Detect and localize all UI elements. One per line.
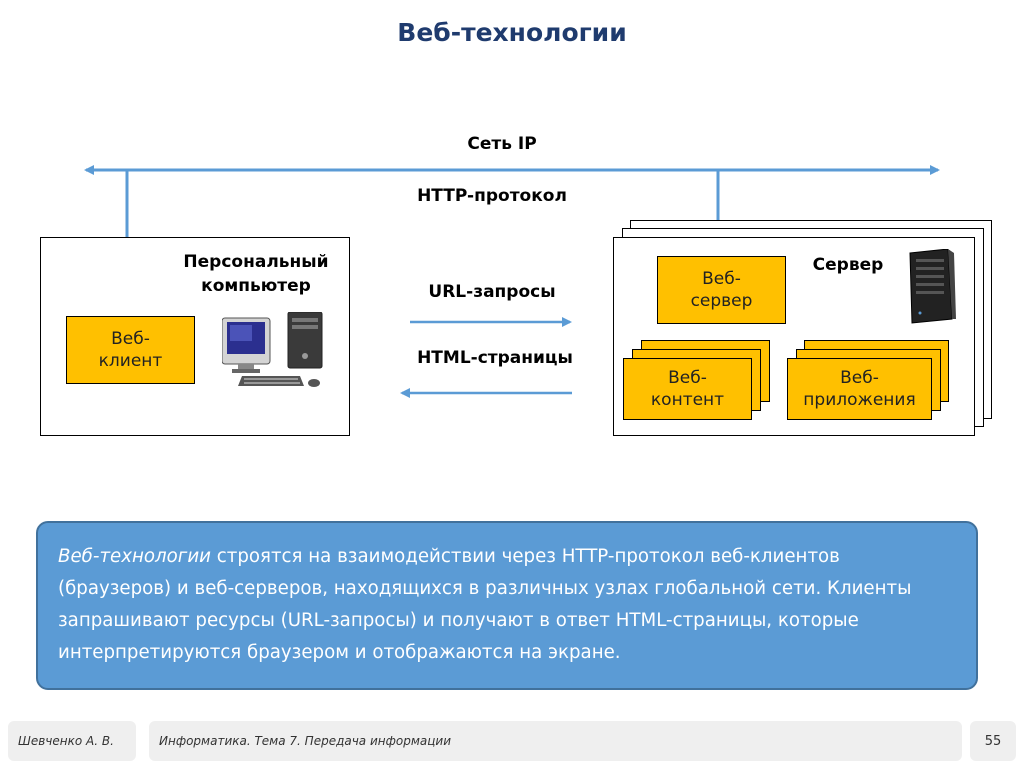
url-requests-label: URL-запросы	[410, 282, 574, 302]
footer-page-number: 55	[970, 721, 1016, 761]
web-server-box: Веб- сервер	[657, 256, 786, 324]
web-client-box: Веб- клиент	[66, 316, 195, 384]
web-client-line1: Веб-	[111, 328, 150, 350]
web-content-box: Веб- контент	[623, 358, 752, 420]
web-content-line2: контент	[651, 389, 724, 411]
web-apps-line2: приложения	[803, 389, 915, 411]
web-server-line2: сервер	[691, 290, 753, 312]
web-apps-box: Веб- приложения	[787, 358, 932, 420]
client-title: Персональный компьютер	[178, 250, 334, 298]
page-number: 55	[985, 734, 1002, 749]
web-server-line1: Веб-	[702, 268, 741, 290]
http-protocol-label: HTTP-протокол	[400, 186, 584, 206]
personal-computer-icon	[222, 312, 338, 392]
server-tower-icon	[904, 249, 956, 325]
footer-course-text: Информатика. Тема 7. Передача информации	[159, 734, 451, 748]
ip-network-label: Сеть IP	[440, 134, 564, 154]
client-title-line2: компьютер	[178, 274, 334, 298]
footer-course: Информатика. Тема 7. Передача информации	[149, 721, 962, 761]
footer-author-text: Шевченко А. В.	[18, 734, 114, 748]
definition-box: Веб-технологии строятся на взаимодействи…	[36, 521, 978, 690]
footer-author: Шевченко А. В.	[8, 721, 136, 761]
web-content-line1: Веб-	[668, 367, 707, 389]
web-client-line2: клиент	[99, 350, 163, 372]
web-apps-line1: Веб-	[840, 367, 879, 389]
server-title: Сервер	[808, 255, 888, 275]
client-title-line1: Персональный	[178, 250, 334, 274]
definition-term: Веб-технологии	[58, 546, 211, 567]
html-pages-label: HTML-страницы	[400, 348, 590, 368]
